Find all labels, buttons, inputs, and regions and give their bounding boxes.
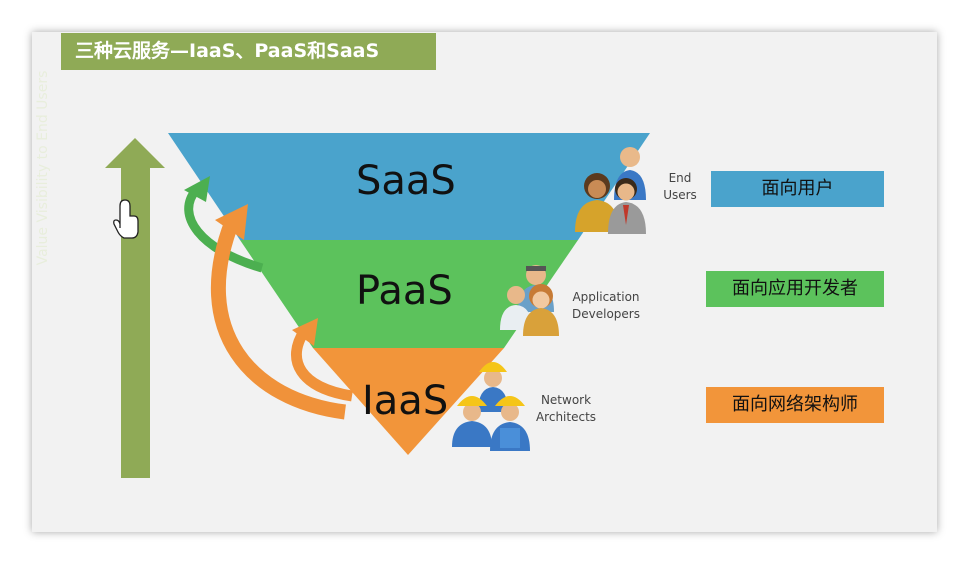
saas-audience-tag: 面向用户	[711, 171, 884, 207]
orange-arrowhead-small	[292, 318, 318, 346]
orange-curve-arrow-large	[210, 219, 346, 420]
developers-icon	[500, 265, 559, 336]
end-users-icon	[575, 147, 646, 234]
iaas-layer	[313, 348, 504, 455]
network-architects-role: Network Architects	[535, 393, 597, 424]
end-users-role: End Users	[663, 171, 697, 202]
green-curve-arrow	[184, 187, 264, 273]
iaas-label: IaaS	[362, 378, 449, 424]
value-arrow	[105, 138, 165, 478]
saas-label: SaaS	[356, 158, 456, 204]
network-architects-icon	[452, 362, 530, 451]
value-axis-label: Value Visibility to End Users	[35, 70, 51, 266]
developers-role: Application Developers	[572, 290, 640, 321]
green-arrowhead	[184, 176, 210, 202]
orange-arrowhead-large	[215, 204, 248, 240]
orange-curve-arrow-small	[291, 326, 353, 402]
paas-audience-tag: 面向应用开发者	[706, 271, 884, 307]
iaas-audience-tag: 面向网络架构师	[706, 387, 884, 423]
cursor-hand-icon	[113, 199, 139, 239]
saas-layer	[168, 133, 650, 240]
paas-label: PaaS	[356, 268, 453, 314]
paas-layer	[240, 240, 578, 348]
slide-title: 三种云服务—IaaS、PaaS和SaaS	[61, 33, 436, 70]
